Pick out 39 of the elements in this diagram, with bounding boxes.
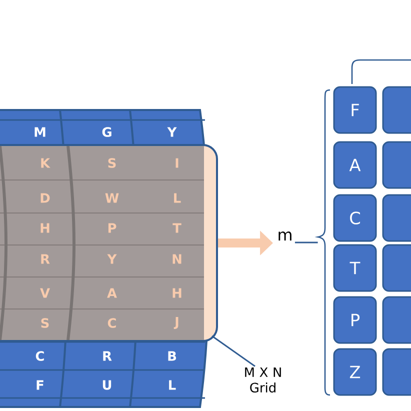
cell-letter: Y [107, 254, 117, 264]
letter-tile [382, 194, 411, 242]
letter-tile [382, 348, 411, 396]
letter-tile: Z [333, 348, 377, 396]
letter-tile: T [333, 244, 377, 292]
cell-letter: L [174, 193, 181, 203]
cell-letter: N [172, 254, 182, 264]
grid-label: M X N Grid [245, 367, 281, 393]
cell-letter: T [172, 223, 182, 233]
letter-tile [382, 244, 411, 292]
letter-tile: F [333, 86, 377, 134]
cell-letter: S [41, 318, 49, 328]
variable-label: m [278, 232, 292, 240]
cell-letter: D [40, 193, 50, 203]
cell-letter: A [107, 288, 117, 298]
cell-letter: F [36, 380, 44, 390]
cell-letter: P [108, 223, 116, 233]
bracket [317, 89, 330, 396]
letter-tile [382, 86, 411, 134]
cell-letter: U [102, 380, 112, 390]
cell-letter: H [40, 223, 50, 233]
letter-tile: P [333, 296, 377, 344]
letter-tile [382, 296, 411, 344]
cell-letter: K [41, 158, 50, 168]
cell-letter: R [41, 254, 50, 264]
cell-letter: C [108, 318, 116, 328]
cell-letter: J [174, 317, 178, 330]
letter-tile: A [333, 141, 377, 189]
cell-letter: S [108, 158, 116, 168]
cell-letter: H [172, 288, 182, 298]
letter-tile: C [333, 194, 377, 242]
leader-line [212, 335, 256, 367]
connector-line [294, 242, 318, 244]
letter-tile [382, 141, 411, 189]
cell-letter: I [176, 158, 178, 168]
cell-letter: W [105, 193, 119, 203]
grid-window [0, 144, 218, 342]
cell-letter: V [40, 288, 50, 298]
cell-letter: L [169, 380, 176, 390]
